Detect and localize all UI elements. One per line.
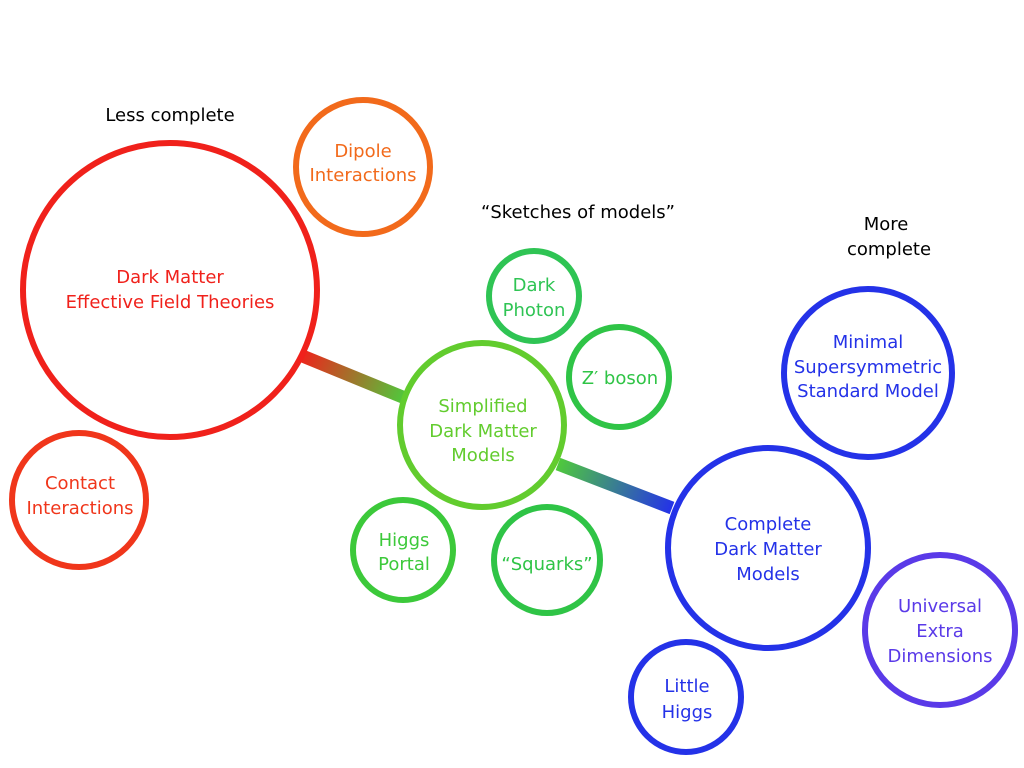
node-higgs-portal-line-2: Portal xyxy=(378,554,430,575)
node-ued-line-1: Universal xyxy=(898,596,982,617)
heading-less-complete: Less complete xyxy=(105,105,234,126)
heading-more-complete-line-2: complete xyxy=(847,239,931,260)
node-little-higgs-line-2: Higgs xyxy=(662,702,713,723)
node-complete-line-1: Complete xyxy=(725,514,812,535)
node-zprime-boson: Z′ boson xyxy=(566,324,672,430)
node-simplified-line-1: Simplified xyxy=(438,396,527,417)
connector-eft-to-simplified xyxy=(297,348,408,405)
node-contact-line-1: Contact xyxy=(45,473,115,494)
node-mssm-line-1: Minimal xyxy=(833,332,904,353)
heading-more-complete-line-1: More xyxy=(864,214,909,235)
node-complete-line-3: Models xyxy=(736,564,799,585)
node-simplified-models: Simplified Dark Matter Models xyxy=(397,340,567,510)
node-dipole-line-2: Interactions xyxy=(309,165,416,186)
node-dark-photon-line-2: Photon xyxy=(503,300,566,321)
node-ued-line-3: Dimensions xyxy=(887,646,992,667)
node-dark-matter-eft: Dark Matter Effective Field Theories xyxy=(20,140,320,440)
node-little-higgs-line-1: Little xyxy=(664,676,709,697)
node-dark-matter-eft-line-2: Effective Field Theories xyxy=(66,292,275,313)
node-squarks-line-1: “Squarks” xyxy=(501,554,592,575)
node-higgs-portal-line-1: Higgs xyxy=(379,530,430,551)
node-little-higgs: Little Higgs xyxy=(628,639,744,755)
node-dark-photon-line-1: Dark xyxy=(513,275,556,296)
node-zprime-line-1: Z′ boson xyxy=(582,368,658,389)
heading-sketches-of-models: “Sketches of models” xyxy=(481,202,675,223)
node-simplified-line-3: Models xyxy=(451,445,514,466)
node-mssm: Minimal Supersymmetric Standard Model xyxy=(781,286,955,460)
node-complete-line-2: Dark Matter xyxy=(714,539,822,560)
connector-simplified-to-complete xyxy=(555,457,675,515)
node-dark-matter-eft-line-1: Dark Matter xyxy=(116,267,224,288)
node-ued-line-2: Extra xyxy=(916,621,964,642)
node-dark-photon: Dark Photon xyxy=(486,248,582,344)
node-mssm-line-3: Standard Model xyxy=(797,381,939,402)
node-mssm-line-2: Supersymmetric xyxy=(794,357,942,378)
node-contact-line-2: Interactions xyxy=(26,498,133,519)
node-higgs-portal: Higgs Portal xyxy=(350,497,456,603)
node-contact-interactions: Contact Interactions xyxy=(9,430,149,570)
node-universal-extra-dimensions: Universal Extra Dimensions xyxy=(862,552,1018,708)
node-squarks: “Squarks” xyxy=(491,504,603,616)
node-complete-models: Complete Dark Matter Models xyxy=(665,445,871,651)
node-dipole-interactions: Dipole Interactions xyxy=(293,97,433,237)
node-simplified-line-2: Dark Matter xyxy=(429,421,537,442)
node-dipole-line-1: Dipole xyxy=(334,141,391,162)
